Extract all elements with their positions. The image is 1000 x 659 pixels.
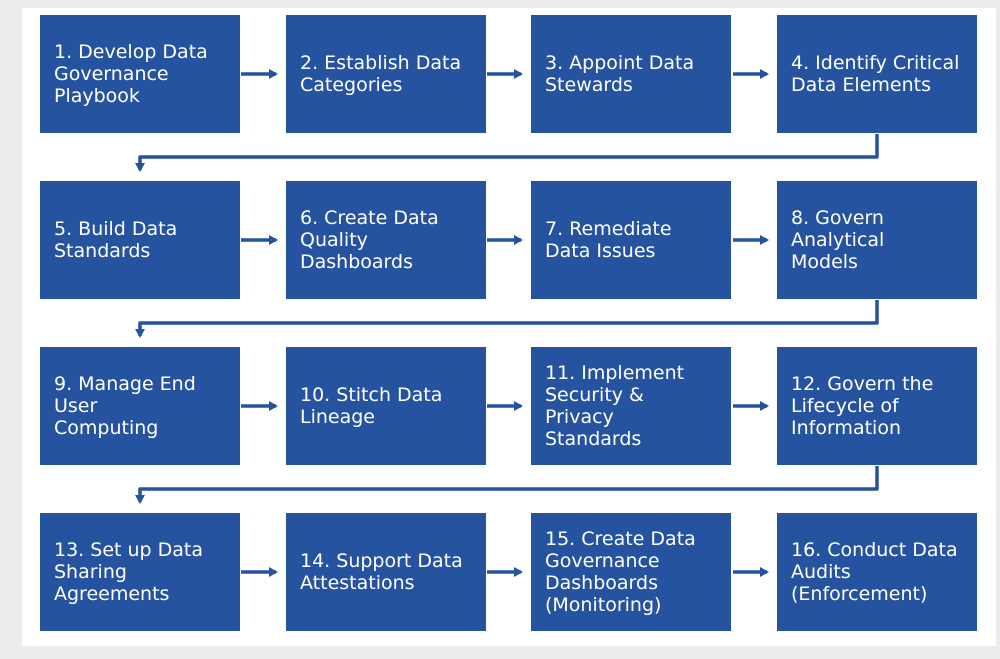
step-1-box: 1. Develop Data Governance Playbook: [40, 15, 240, 133]
step-6-box: 6. Create Data Quality Dashboards: [286, 181, 486, 299]
step-9-box: 9. Manage End User Computing: [40, 347, 240, 465]
step-2-box: 2. Establish Data Categories: [286, 15, 486, 133]
step-11-label: 11. Implement Security & Privacy Standar…: [545, 362, 685, 450]
step-7-label: 7. Remediate Data Issues: [545, 218, 672, 262]
step-11-box: 11. Implement Security & Privacy Standar…: [531, 347, 731, 465]
step-1-label: 1. Develop Data Governance Playbook: [54, 41, 208, 107]
step-13-label: 13. Set up Data Sharing Agreements: [54, 539, 204, 605]
step-5-label: 5. Build Data Standards: [54, 218, 178, 262]
step-7-box: 7. Remediate Data Issues: [531, 181, 731, 299]
step-4-label: 4. Identify Critical Data Elements: [791, 52, 960, 96]
step-9-label: 9. Manage End User Computing: [54, 373, 196, 439]
step-10-label: 10. Stitch Data Lineage: [300, 384, 443, 428]
step-13-box: 13. Set up Data Sharing Agreements: [40, 513, 240, 631]
step-14-box: 14. Support Data Attestations: [286, 513, 486, 631]
step-12-label: 12. Govern the Lifecycle of Information: [791, 373, 934, 439]
step-8-label: 8. Govern Analytical Models: [791, 207, 885, 273]
step-15-label: 15. Create Data Governance Dashboards (M…: [545, 528, 696, 616]
step-5-box: 5. Build Data Standards: [40, 181, 240, 299]
step-8-box: 8. Govern Analytical Models: [777, 181, 977, 299]
step-16-box: 16. Conduct Data Audits (Enforcement): [777, 513, 977, 631]
step-10-box: 10. Stitch Data Lineage: [286, 347, 486, 465]
connector-12-to-13: [135, 466, 879, 504]
step-3-label: 3. Appoint Data Stewards: [545, 52, 695, 96]
step-14-label: 14. Support Data Attestations: [300, 550, 463, 594]
step-15-box: 15. Create Data Governance Dashboards (M…: [531, 513, 731, 631]
connector-4-to-5: [135, 134, 879, 172]
step-6-label: 6. Create Data Quality Dashboards: [300, 207, 439, 273]
step-16-label: 16. Conduct Data Audits (Enforcement): [791, 539, 958, 605]
step-3-box: 3. Appoint Data Stewards: [531, 15, 731, 133]
step-2-label: 2. Establish Data Categories: [300, 52, 462, 96]
step-4-box: 4. Identify Critical Data Elements: [777, 15, 977, 133]
step-12-box: 12. Govern the Lifecycle of Information: [777, 347, 977, 465]
connector-8-to-9: [135, 300, 879, 338]
